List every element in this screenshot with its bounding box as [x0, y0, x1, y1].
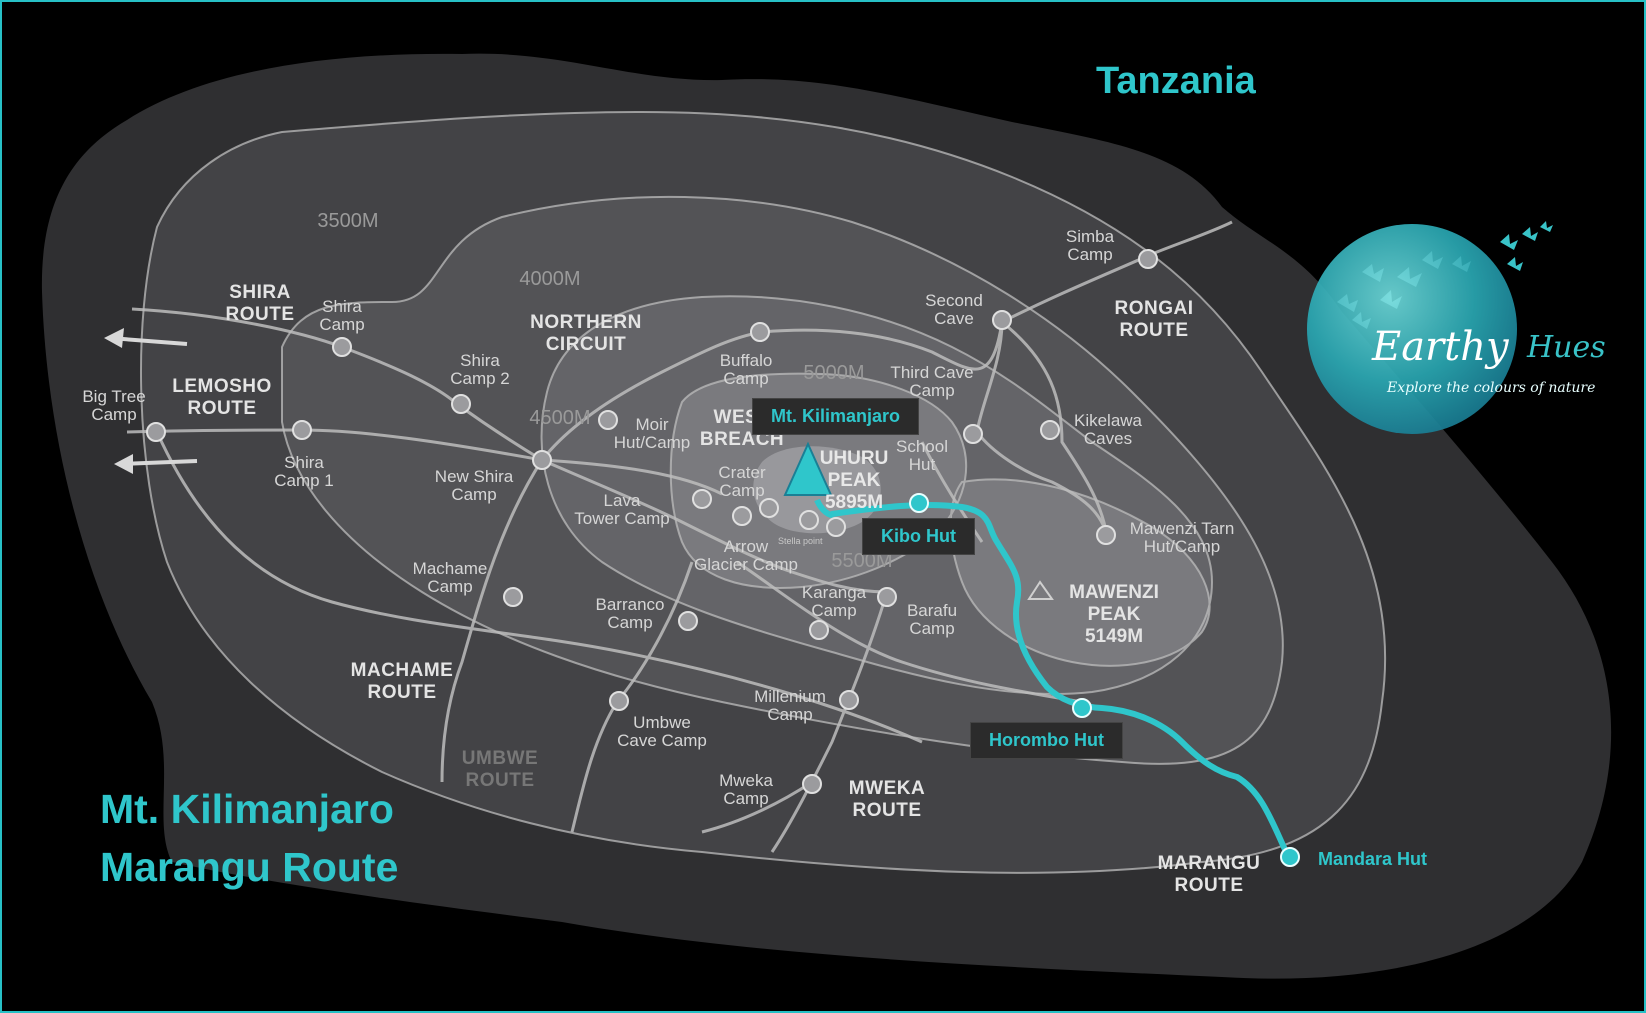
camp-kikelawa: Kikelawa Caves: [1073, 411, 1143, 448]
machame-route-label: MACHAME ROUTE: [350, 660, 454, 703]
camp-karanga: Karanga Camp: [801, 583, 867, 620]
arrow-head-2: [114, 454, 133, 474]
camp-moir: Moir Hut/Camp: [613, 415, 691, 452]
horombo-hut-callout: Horombo Hut: [970, 722, 1123, 759]
kibo-hut-callout: Kibo Hut: [862, 518, 975, 555]
arrow-head-1: [104, 328, 124, 348]
camp-millenium: Millenium Camp: [754, 687, 826, 724]
camp-umbwe-cave: Umbwe Cave Camp: [617, 713, 707, 750]
camp-shira-2: Shira Camp 2: [450, 351, 510, 388]
camp-crater: Crater Camp: [718, 463, 766, 500]
camp-third-cave: Third Cave Camp: [890, 363, 974, 400]
rongai-route-label: RONGAI ROUTE: [1114, 298, 1194, 341]
map-title: Mt. Kilimanjaro Marangu Route: [100, 780, 398, 896]
zone-4500-label: 4500M: [529, 407, 591, 429]
zone-3500-label: 3500M: [317, 210, 379, 232]
camp-second-cave: Second Cave: [925, 291, 983, 328]
logo-tagline: Explore the colours of nature: [1387, 380, 1596, 396]
stella-point-label: Stella point: [778, 536, 823, 546]
butterfly-icon: [1472, 242, 1473, 243]
summit-callout: Mt. Kilimanjaro: [752, 398, 920, 435]
camp-school-hut: School Hut: [896, 437, 948, 474]
camp-simba: Simba Camp: [1065, 227, 1115, 264]
logo-butterflies-teal: [1500, 221, 1553, 271]
map-title-line-1: Mt. Kilimanjaro: [100, 786, 394, 832]
northern-circuit-label: NORTHERN CIRCUIT: [530, 312, 642, 355]
camp-mweka: Mweka Camp: [719, 771, 773, 808]
marangu-route-line: [829, 502, 1290, 857]
zone-5500-label: 5500M: [831, 550, 893, 572]
camp-barranco: Barranco Camp: [595, 595, 665, 632]
camp-mawenzi-tarn: Mawenzi Tarn Hut/Camp: [1129, 519, 1235, 556]
logo-name: Earthy: [1372, 324, 1509, 370]
camp-shira-1: Shira Camp 1: [274, 453, 334, 490]
camp-big-tree: Big Tree Camp: [82, 387, 146, 424]
zone-5000-label: 5000M: [803, 362, 865, 384]
camp-barafu: Barafu Camp: [906, 601, 958, 638]
country-label: Tanzania: [1096, 60, 1256, 102]
marangu-huts: [909, 493, 1300, 867]
mweka-route-label: MWEKA ROUTE: [848, 778, 926, 821]
shira-route-label: SHIRA ROUTE: [225, 282, 295, 325]
uhuru-peak-label: UHURU PEAK 5895M: [819, 448, 889, 513]
camp-shira: Shira Camp: [319, 297, 365, 334]
mandara-hut-label: Mandara Hut: [1318, 849, 1428, 869]
summit-triangle-icon: [783, 441, 833, 496]
zone-4000-label: 4000M: [519, 268, 581, 290]
marangu-route-summit: [814, 498, 835, 518]
camp-new-shira: New Shira Camp: [434, 467, 514, 504]
umbwe-route-label: UMBWE ROUTE: [461, 748, 539, 791]
mawenzi-triangle-icon: [1027, 580, 1054, 600]
camp-nodes: [146, 249, 1158, 794]
mawenzi-peak-label: MAWENZI PEAK 5149M: [1069, 582, 1159, 647]
camp-buffalo: Buffalo Camp: [719, 351, 773, 388]
logo-name-hues: Hues: [1527, 330, 1606, 365]
camp-lava-tower: Lava Tower Camp: [574, 491, 670, 528]
marangu-route-label: MARANGU ROUTE: [1157, 853, 1261, 896]
lemosho-route-label: LEMOSHO ROUTE: [172, 376, 272, 419]
camp-arrow-glacier: Arrow Glacier Camp: [694, 537, 798, 574]
camp-machame: Machame Camp: [412, 559, 488, 596]
earthy-hues-logo: [1307, 224, 1517, 434]
map-title-line-2: Marangu Route: [100, 844, 399, 890]
